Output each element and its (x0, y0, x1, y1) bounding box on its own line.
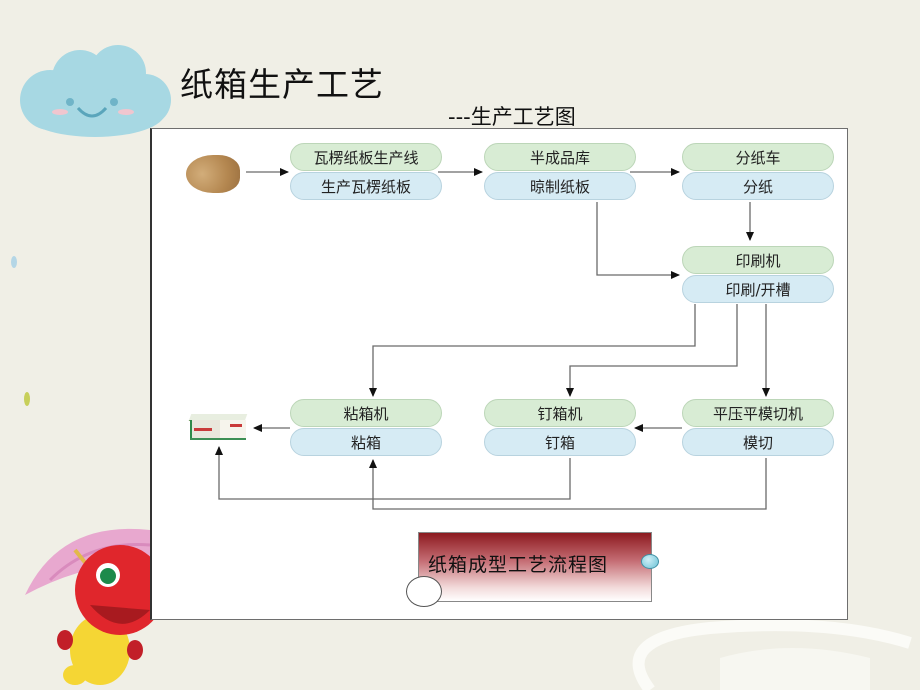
machine-label: 粘箱机 (290, 399, 442, 427)
process-label: 钉箱 (484, 428, 636, 456)
machine-label: 印刷机 (682, 246, 834, 274)
slide-subtitle: ---生产工艺图 (448, 105, 576, 129)
process-label: 生产瓦楞纸板 (290, 172, 442, 200)
arrow-printer-to-gluer (369, 304, 696, 397)
umbrella-character-decoration (25, 528, 155, 685)
raindrop-green-decoration (24, 392, 30, 406)
caption-box (418, 532, 652, 602)
slide-title: 纸箱生产工艺 (180, 65, 384, 104)
process-label: 粘箱 (290, 428, 442, 456)
node-semi-store: 半成品库 晾制纸板 (484, 143, 636, 201)
machine-label: 半成品库 (484, 143, 636, 171)
process-label: 分纸 (682, 172, 834, 200)
node-slitter: 分纸车 分纸 (682, 143, 834, 201)
node-die-cutter: 平压平模切机 模切 (682, 399, 834, 457)
node-gluer: 粘箱机 粘箱 (290, 399, 442, 457)
caption-text: 纸箱成型工艺流程图 (428, 554, 609, 576)
smiling-cloud-decoration (20, 45, 171, 137)
process-label: 印刷/开槽 (682, 275, 834, 303)
arrow-store-to-printer (596, 202, 680, 279)
raindrop-blue-decoration (11, 256, 17, 268)
carton-box-image (188, 414, 248, 440)
swirl-decoration (632, 619, 912, 690)
process-label: 模切 (682, 428, 834, 456)
machine-label: 钉箱机 (484, 399, 636, 427)
paper-roll-image (186, 155, 240, 193)
machine-label: 平压平模切机 (682, 399, 834, 427)
callout-circle-shape (406, 576, 442, 607)
node-printer: 印刷机 印刷/开槽 (682, 246, 834, 304)
arrow-stitcher-to-box (215, 446, 571, 500)
arrow-printer-to-stitcher (566, 304, 738, 397)
node-corrugator: 瓦楞纸板生产线 生产瓦楞纸板 (290, 143, 442, 201)
machine-label: 瓦楞纸板生产线 (290, 143, 442, 171)
machine-label: 分纸车 (682, 143, 834, 171)
arrow-diecutter-to-gluer (369, 458, 767, 510)
node-stitcher: 钉箱机 钉箱 (484, 399, 636, 457)
process-label: 晾制纸板 (484, 172, 636, 200)
connector-handle-icon (641, 554, 659, 569)
